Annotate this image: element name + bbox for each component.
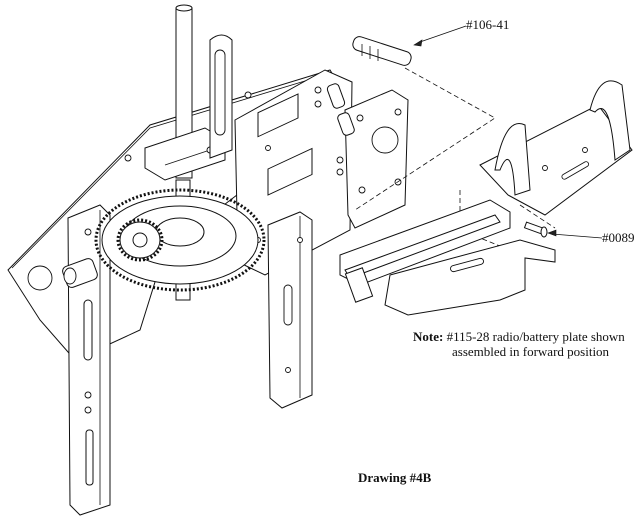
- note-prefix: Note:: [413, 329, 444, 344]
- part-label-106-41: #106-41: [466, 17, 510, 32]
- assembly-note: Note: #115-28 radio/battery plate shown …: [413, 329, 625, 359]
- radio-battery-plate: [384, 239, 556, 316]
- drawing-title: Drawing #4B: [358, 470, 432, 485]
- slide-rail-assembly: [339, 199, 511, 303]
- channel-bracket: [267, 211, 313, 409]
- standoffs: [326, 83, 355, 136]
- pinion-gear: [116, 218, 164, 262]
- note-line-1: #115-28 radio/battery plate shown: [446, 329, 625, 344]
- pin-106-41: [352, 25, 467, 66]
- part-label-0089: #0089: [602, 230, 635, 245]
- screw-0089: [523, 221, 603, 239]
- battery-tray: [479, 80, 633, 216]
- vertical-slider-column: [67, 204, 111, 516]
- note-line-2: assembled in forward position: [452, 344, 610, 359]
- slotted-arm: [209, 34, 233, 159]
- side-plate-right: [344, 89, 409, 229]
- collar-bushing: [62, 258, 98, 288]
